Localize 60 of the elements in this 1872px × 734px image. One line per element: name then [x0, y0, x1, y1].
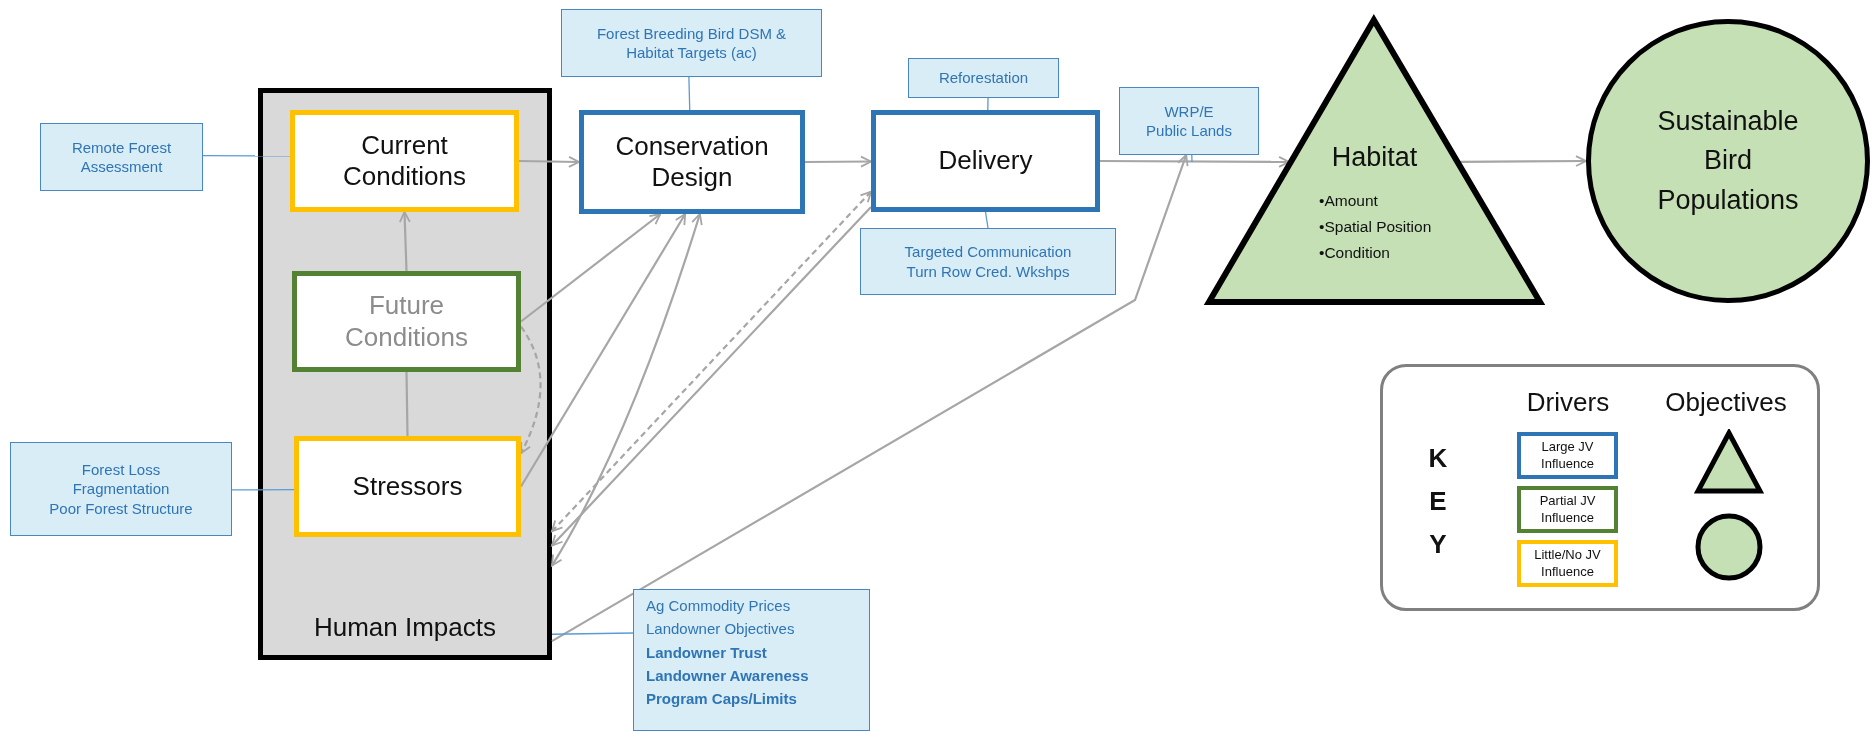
circle-label: Sustainable Bird Populations: [1656, 105, 1800, 217]
arrow: [519, 155, 580, 168]
column-heading: Objectives: [1664, 387, 1788, 418]
bullet-item: •Condition: [1319, 243, 1391, 263]
box-label: Conservation Design: [614, 130, 770, 194]
note-text: Poor Forest Structure: [48, 498, 194, 519]
column-heading: Drivers: [1525, 387, 1611, 418]
shape-heading: Habitat: [1330, 142, 1419, 173]
note-box: [1119, 87, 1259, 155]
driver-box: [290, 110, 519, 212]
leader-line: [688, 76, 691, 111]
driver-box: [292, 271, 521, 372]
group-panel: [258, 88, 552, 660]
arrow: [398, 211, 411, 272]
arrow: [551, 213, 703, 567]
arrow: [1100, 155, 1290, 168]
note-text: Reforestation: [937, 68, 1030, 88]
bullet-item: •Spatial Position: [1319, 217, 1432, 237]
key-heading: KEY: [1427, 442, 1449, 561]
note-text: Ag Commodity Prices Landowner Objectives: [646, 596, 796, 640]
arrow: [520, 325, 542, 455]
leader-line: [202, 155, 291, 157]
box-label: Stressors: [352, 470, 463, 503]
note-box: [40, 123, 203, 191]
leader-line: [1191, 154, 1193, 163]
note-text: WRP/E: [1163, 101, 1215, 121]
note-text: Fragmentation: [71, 479, 171, 499]
driver-box: [294, 436, 521, 537]
note-box: [561, 9, 822, 77]
note-text: Forest Loss: [80, 459, 162, 480]
arrow: [805, 155, 872, 168]
arrow: [520, 213, 662, 323]
box-label: Current Conditions: [342, 129, 467, 193]
legend-label: Little/No JV Influence: [1533, 547, 1602, 580]
driver-box: [871, 110, 1100, 212]
bullet-item: •Amount: [1319, 191, 1379, 211]
leader-line: [984, 211, 989, 229]
leader-line: [231, 488, 295, 491]
note-text: Landowner Trust Landowner Awareness Program Caps/Limits: [646, 642, 810, 709]
legend-label: Large JV Influence: [1540, 439, 1595, 472]
note-box: [633, 589, 870, 731]
note-text: Remote Forest Assessment: [70, 137, 173, 177]
arrow: [551, 154, 1189, 643]
note-text: Turn Row Cred. Wkshps: [905, 261, 1071, 281]
note-text: Public Lands: [1145, 121, 1233, 141]
note-box: [10, 442, 232, 536]
connector-line: [405, 372, 409, 436]
note-text: Forest Breeding Bird DSM & Habitat Targets (ac): [596, 23, 787, 63]
leader-line: [987, 97, 989, 111]
note-box: [908, 58, 1059, 98]
box-label: Delivery: [938, 145, 1033, 177]
driver-box: [579, 110, 805, 214]
arrow: [1459, 155, 1587, 167]
note-text: Targeted Communication: [903, 242, 1073, 262]
legend-label: Partial JV Influence: [1538, 493, 1597, 526]
arrow: [520, 213, 687, 488]
note-box: [860, 228, 1116, 295]
box-label: Future Conditions: [344, 290, 469, 353]
leader-line: [551, 632, 634, 635]
group-heading: Human Impacts: [312, 612, 498, 643]
